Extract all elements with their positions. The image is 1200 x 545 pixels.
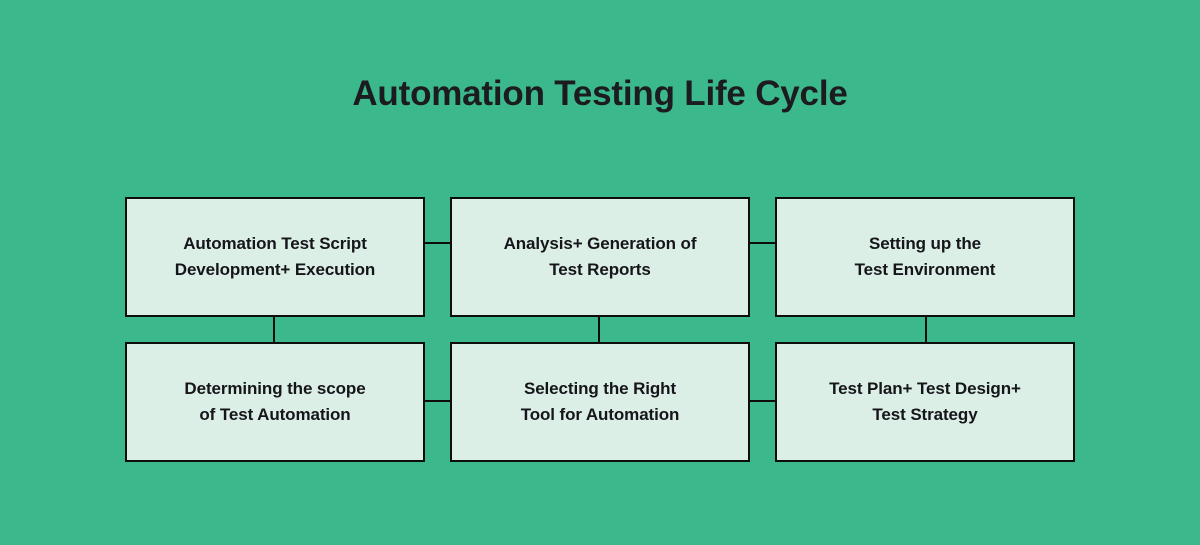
connector-line-vertical [598,316,600,343]
flow-node-analysis-generation-of-test-reports[interactable]: Analysis+ Generation of Test Reports [450,197,750,317]
connector-line-horizontal [749,400,776,402]
flow-node-label: Test Plan+ Test Design+ Test Strategy [829,378,1021,424]
flow-node-selecting-the-right-tool[interactable]: Selecting the Right Tool for Automation [450,342,750,462]
flow-node-automation-test-script[interactable]: Automation Test Script Development+ Exec… [125,197,425,317]
connector-line-horizontal [749,242,776,244]
connector-line-horizontal [424,242,451,244]
connector-line-vertical [925,316,927,343]
flow-node-test-plan-design-strategy[interactable]: Test Plan+ Test Design+ Test Strategy [775,342,1075,462]
page-title: Automation Testing Life Cycle [352,74,848,113]
connector-line-horizontal [424,400,451,402]
flow-node-setting-up-the-test-environment[interactable]: Setting up the Test Environment [775,197,1075,317]
flow-node-label: Automation Test Script Development+ Exec… [174,233,376,279]
flow-node-label: Determining the scope of Test Automation [184,378,366,424]
connector-line-vertical [273,316,275,343]
flow-node-label: Selecting the Right Tool for Automation [520,378,680,424]
flow-node-label: Setting up the Test Environment [854,233,996,279]
flow-node-determining-the-scope[interactable]: Determining the scope of Test Automation [125,342,425,462]
flow-node-label: Analysis+ Generation of Test Reports [503,233,697,279]
